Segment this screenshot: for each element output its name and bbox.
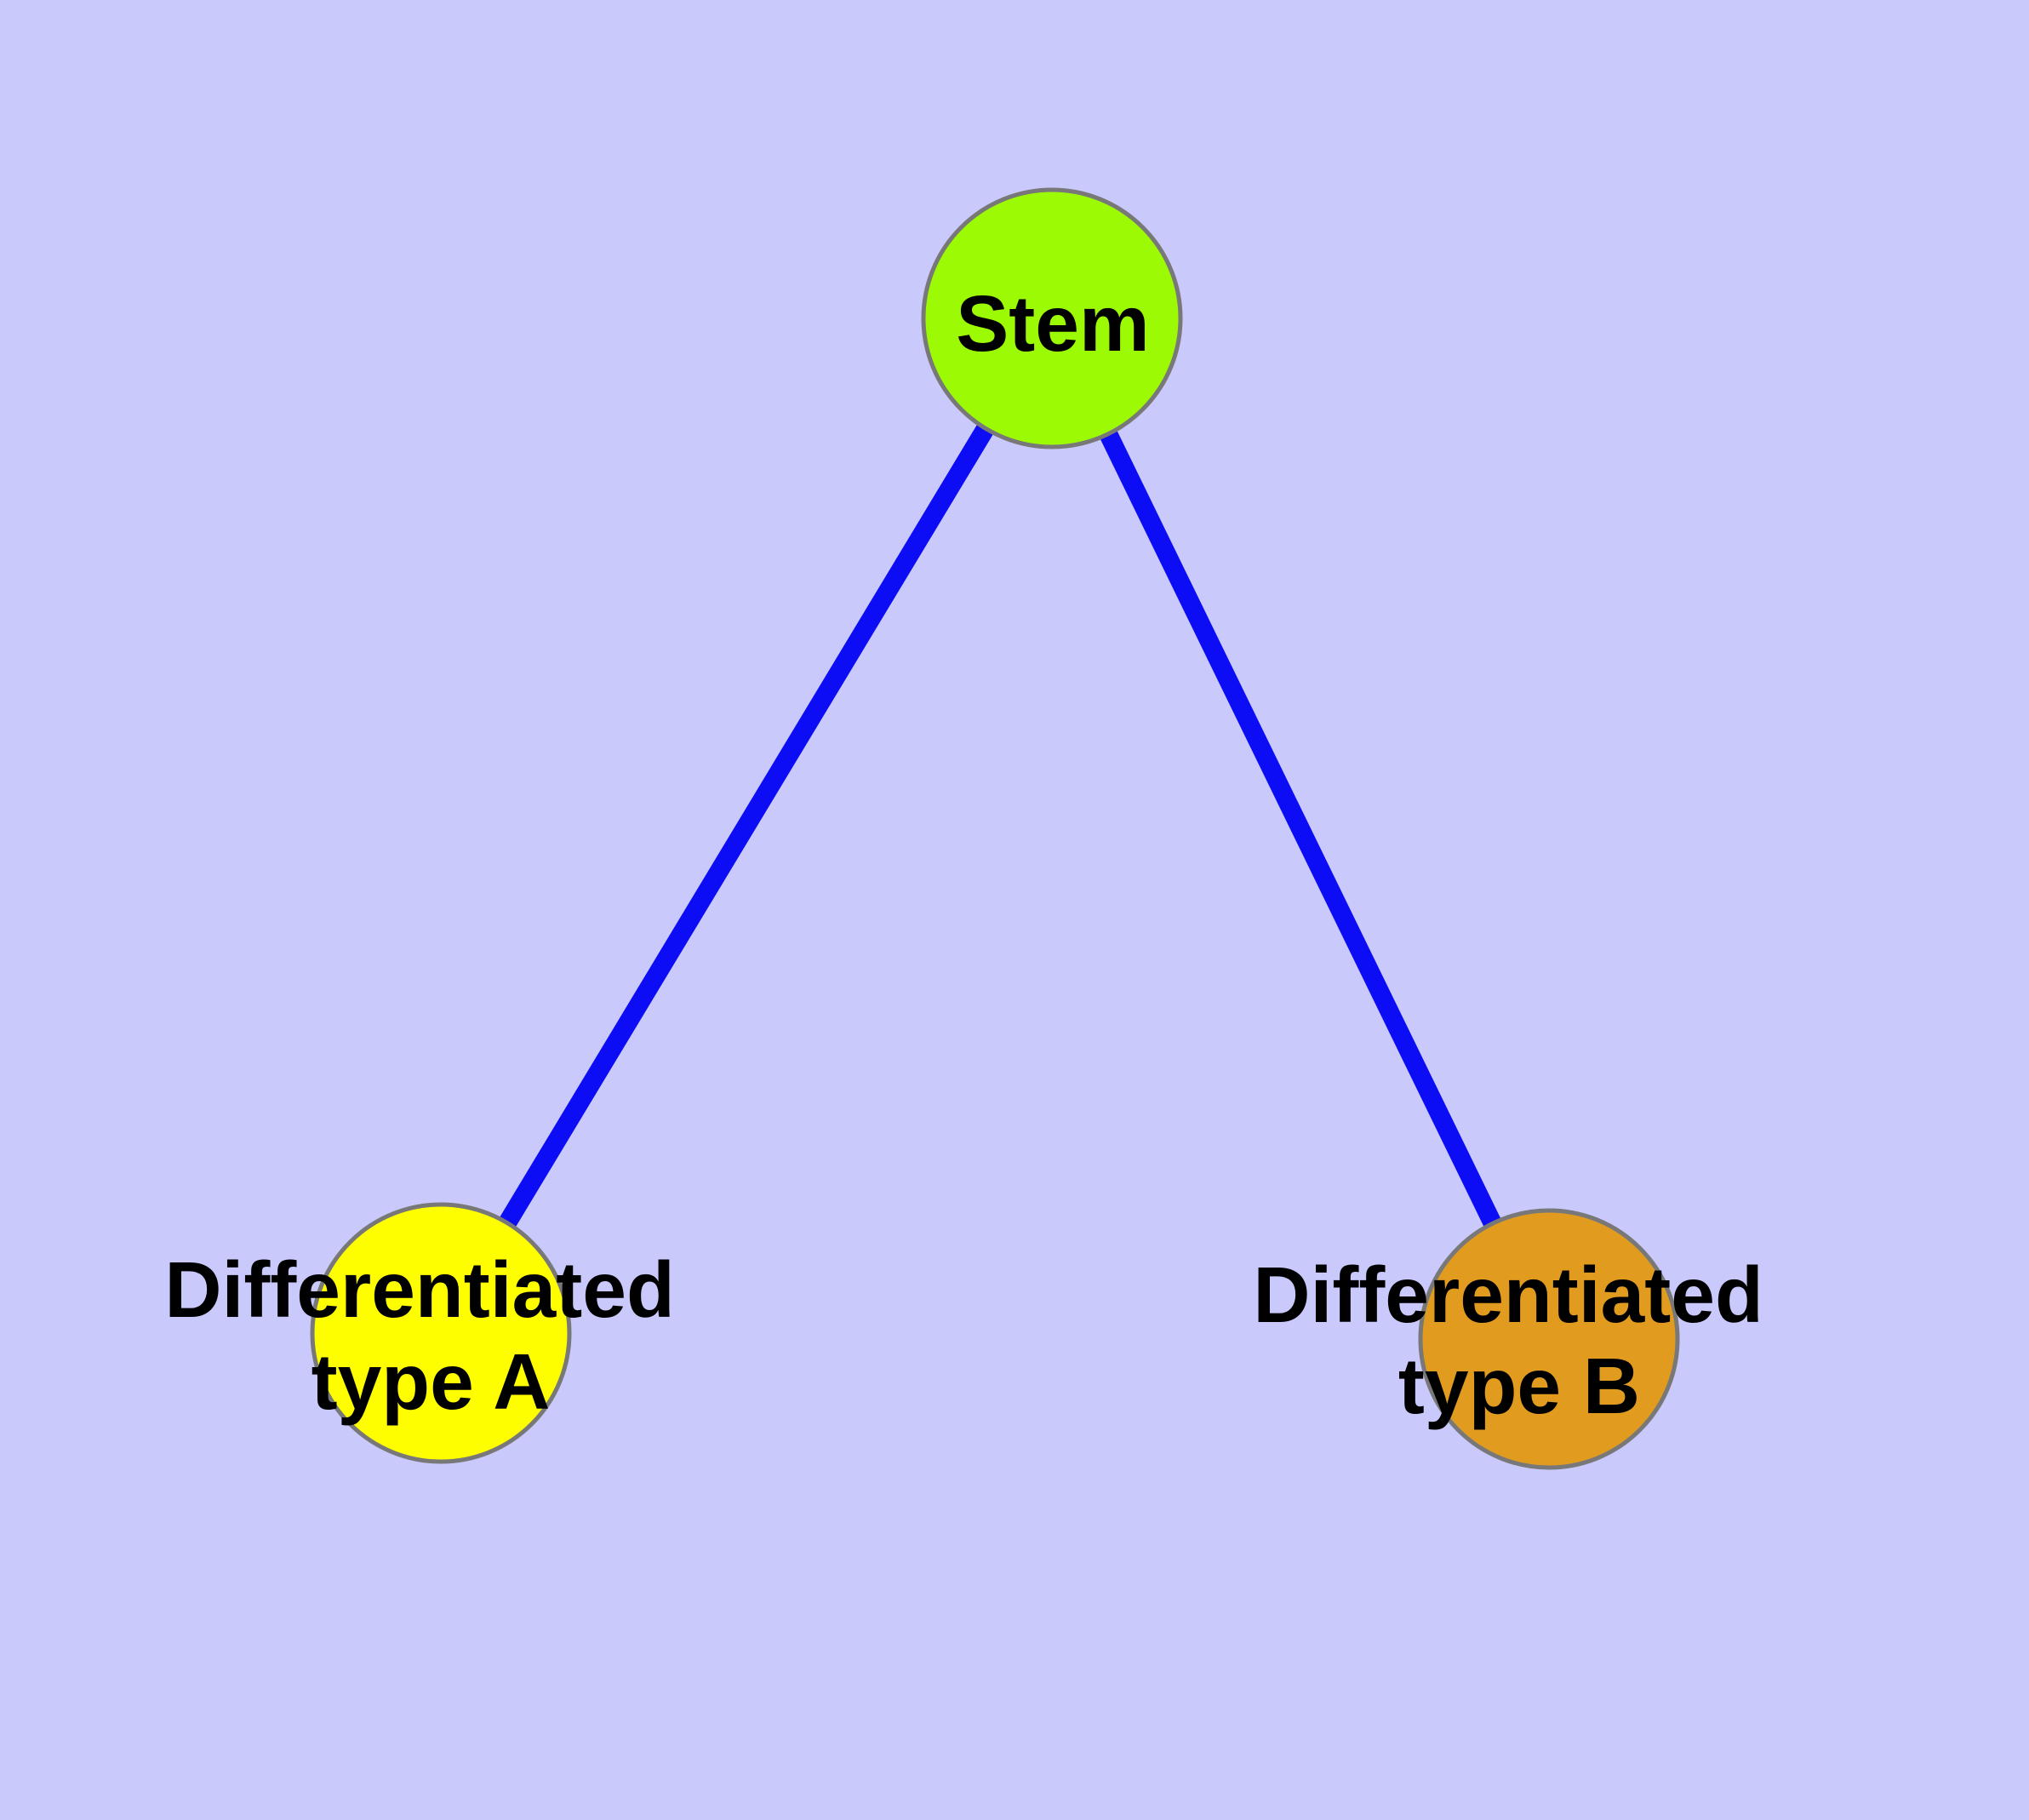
node-layer: Stem Differentiated type A Differentiate…: [164, 187, 1785, 1470]
edge-stem-to-type-b: [1043, 314, 1557, 1343]
node-type-a-label-line-2: type A: [311, 1337, 551, 1426]
node-stem-circle: [921, 187, 1183, 449]
node-type-b-label: Differentiated type B: [1253, 1251, 1785, 1430]
node-type-b-label-line-2: type B: [1398, 1342, 1640, 1430]
edge-layer: [432, 313, 1557, 1343]
node-type-a-label: Differentiated type A: [164, 1245, 696, 1426]
node-type-b-label-line-1: Differentiated: [1253, 1251, 1763, 1339]
node-type-b-circle: [1418, 1208, 1680, 1470]
node-differentiated-type-b: Differentiated type B: [1253, 1208, 1785, 1470]
node-type-a-circle: [310, 1202, 572, 1464]
node-stem-label: Stem: [956, 279, 1149, 368]
node-differentiated-type-a: Differentiated type A: [164, 1202, 696, 1464]
edge-stem-to-type-a: [432, 313, 1060, 1338]
node-stem: Stem: [921, 187, 1183, 449]
node-type-a-label-line-1: Differentiated: [164, 1245, 674, 1334]
